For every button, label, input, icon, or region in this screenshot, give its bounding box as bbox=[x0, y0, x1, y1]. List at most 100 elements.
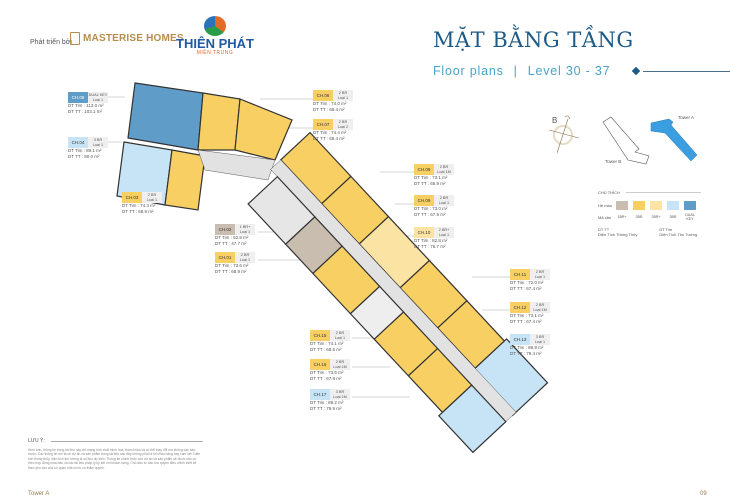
upper-wing bbox=[116, 82, 293, 211]
unit-code: CH.16 bbox=[310, 359, 330, 370]
unit-variant: Loại 1M bbox=[333, 364, 347, 369]
unit-area-tt: DT TT : 68.4 m² bbox=[313, 136, 345, 141]
unit-variant: Loại 1M bbox=[533, 307, 547, 312]
unit-code: CH.13 bbox=[510, 334, 530, 345]
unit-ch07 bbox=[234, 98, 293, 161]
unit-area-tt: DT TT : 67.4 m² bbox=[510, 319, 542, 324]
notes-title: LƯU Ý: bbox=[28, 438, 45, 444]
unit-type: 2 BR bbox=[240, 252, 250, 257]
unit-type: DUAL KEY bbox=[88, 92, 108, 97]
unit-type: 2 BR bbox=[439, 195, 449, 200]
unit-code: CH.02 bbox=[215, 224, 235, 235]
unit-variant: Loại 1 bbox=[92, 142, 104, 147]
subtitle-separator: | bbox=[513, 64, 518, 78]
swatch-3br bbox=[667, 201, 679, 210]
unit-area-tim: DT Tim : 74.1 m² bbox=[310, 341, 344, 346]
notes: LƯU Ý: Hình ảnh, thông tin trong tài liệ… bbox=[28, 438, 203, 470]
unit-variant: Loại 1 bbox=[534, 274, 546, 279]
unit-code: CH.11 bbox=[510, 269, 530, 280]
unit-ch06 bbox=[197, 92, 241, 151]
legend-label: 3BR bbox=[669, 215, 677, 219]
unit-type: 2 BR bbox=[439, 164, 449, 169]
unit-code: CH.01 bbox=[215, 252, 235, 263]
swatch-1br-plus bbox=[616, 201, 628, 210]
legend-label: 1BR+ bbox=[617, 215, 627, 219]
unit-ch17 bbox=[437, 384, 507, 454]
key-plan: B Tower B Tower A bbox=[548, 115, 698, 165]
unit-area-tim: DT Tim : 52.8 m² bbox=[215, 235, 249, 240]
unit-area-tt: DT TT : 79.4 m² bbox=[510, 351, 542, 356]
legend-color-label: Hệ màu bbox=[598, 203, 613, 208]
unit-area-tt: DT TT : 79.9 m² bbox=[310, 406, 342, 411]
diagonal-wing bbox=[247, 131, 549, 454]
page-title: MẶT BẰNG TẦNG bbox=[433, 28, 634, 52]
unit-variant: Loại 1 bbox=[337, 95, 349, 100]
unit-code: CH.06 bbox=[313, 90, 333, 101]
unit-area-tim: DT Tim : 113.0 m² bbox=[68, 103, 104, 108]
legend-code-label: Mã căn bbox=[598, 214, 612, 220]
unit-area-tim: DT Tim : 74.4 m² bbox=[313, 130, 347, 135]
unit-area-tt: DT TT : 76.7 m² bbox=[414, 244, 446, 249]
page-number: 09 bbox=[700, 491, 707, 497]
unit-type-box: 1 BR+Loại 1 bbox=[235, 224, 255, 235]
thien-phat-emblem-icon bbox=[204, 16, 226, 36]
unit-variant: Loại 1 bbox=[92, 97, 104, 102]
legend-title: CHÚ THÍCH bbox=[598, 190, 620, 195]
unit-code: CH.04 bbox=[68, 137, 88, 148]
unit-type: 2 BR bbox=[338, 119, 348, 124]
masterise-homes-logo: MASTERISE HOMES bbox=[70, 32, 184, 45]
legend-codes: Mã căn 1BR+ 2BR 2BR+ 3BR DUAL KEY bbox=[598, 213, 701, 221]
footer-tower: Tower A bbox=[28, 491, 50, 497]
tower-a-highlight bbox=[650, 118, 698, 162]
legend: CHÚ THÍCH Hệ màu Mã căn 1BR+ 2BR 2BR+ 3B… bbox=[598, 190, 701, 237]
divider bbox=[625, 192, 701, 193]
unit-type-box: 2 BR+Loại 1 bbox=[434, 227, 454, 238]
unit-area-tt: DT TT : 68.9 m² bbox=[122, 209, 154, 214]
unit-code: CH.09 bbox=[414, 195, 434, 206]
unit-area-tim: DT Tim : 89.2 m² bbox=[310, 400, 344, 405]
unit-variant: Loại 1 bbox=[334, 335, 346, 340]
compass-label: B bbox=[552, 116, 557, 125]
unit-type: 3 BR bbox=[535, 334, 545, 339]
unit-variant: Loại 1 bbox=[239, 257, 251, 262]
unit-code: CH.07 bbox=[313, 119, 333, 130]
unit-type: 2 BR+ bbox=[438, 227, 450, 232]
def-key: DT TT bbox=[598, 227, 610, 232]
unit-code: CH.08 bbox=[414, 164, 434, 175]
unit-area-tt: DT TT : 67.5 m² bbox=[414, 212, 446, 217]
unit-code: CH.10 bbox=[414, 227, 434, 238]
unit-area-tim: DT Tim : 89.1 m² bbox=[68, 148, 102, 153]
developed-by-label: Phát triển bởi bbox=[30, 39, 72, 46]
unit-variant: Loại 1 bbox=[534, 339, 546, 344]
unit-type: 3 BR bbox=[93, 137, 103, 142]
unit-variant: Loại 1 bbox=[239, 229, 251, 234]
unit-area-tt: DT TT : 67.4 m² bbox=[510, 286, 542, 291]
unit-code: CH.05 bbox=[68, 92, 88, 103]
legend-colors: Hệ màu bbox=[598, 201, 701, 210]
unit-type: 3 BR bbox=[335, 389, 345, 394]
unit-area-tim: DT Tim : 73.5 m² bbox=[310, 370, 344, 375]
